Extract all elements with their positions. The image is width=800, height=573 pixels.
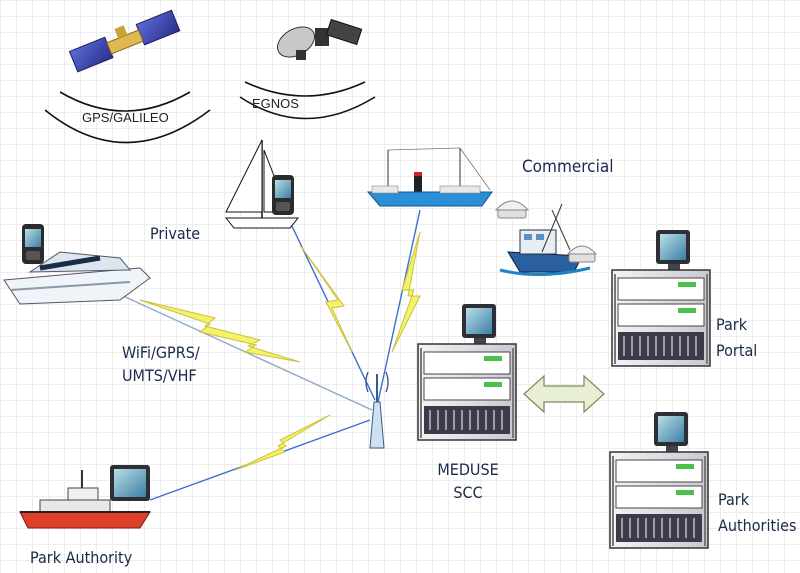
park-authority-boat-icon xyxy=(19,470,151,529)
phone-icon xyxy=(22,224,44,264)
gps-receiver-icon xyxy=(566,245,598,263)
park-portal-label-line2: Portal xyxy=(716,341,758,360)
gps-receiver-icon xyxy=(494,200,530,219)
monitor-icon xyxy=(110,465,150,501)
park-authorities-server-icon xyxy=(609,411,709,549)
egnos-satellite-icon xyxy=(277,18,363,60)
lightning-bolt-icon xyxy=(139,299,301,363)
park-authority-label: Park Authority xyxy=(30,548,133,567)
private-yacht-icon xyxy=(3,251,151,305)
park-authorities-label-line2: Authorities xyxy=(718,516,797,535)
link-line-commercial xyxy=(377,209,421,403)
fishing-boat-icon xyxy=(499,203,591,276)
park-authorities-label-line1: Park xyxy=(718,490,750,509)
egnos-signal-arc xyxy=(239,96,376,120)
bidirectional-arrow-icon xyxy=(523,374,605,414)
gps-signal-arc xyxy=(59,91,191,112)
link-line-private-boat xyxy=(109,289,373,411)
gps-signal-arc xyxy=(44,109,211,144)
egnos-label: EGNOS xyxy=(252,96,299,111)
link-type-label-line2: UMTS/VHF xyxy=(122,366,197,385)
phone-icon xyxy=(272,175,294,215)
park-portal-label-line1: Park xyxy=(716,315,748,334)
lightning-bolt-icon xyxy=(391,231,421,353)
antenna-tower-icon xyxy=(365,371,389,449)
private-label: Private xyxy=(150,224,201,243)
link-type-label-line1: WiFi/GPRS/ xyxy=(122,343,200,362)
commercial-ship-icon xyxy=(366,147,493,207)
park-portal-server-icon xyxy=(611,229,711,367)
lightning-bolt-icon xyxy=(234,414,331,471)
meduse-scc-server-icon xyxy=(417,303,517,441)
commercial-label: Commercial xyxy=(522,157,614,177)
gps-satellite-icon xyxy=(68,9,181,73)
meduse-scc-label-line2: SCC xyxy=(453,483,483,502)
meduse-scc-label-line1: MEDUSE xyxy=(437,460,499,479)
lightning-bolt-icon xyxy=(299,244,353,353)
gps-galileo-label: GPS/GALILEO xyxy=(82,110,169,125)
egnos-signal-arc xyxy=(244,81,366,97)
lightning-bolts xyxy=(139,231,421,471)
